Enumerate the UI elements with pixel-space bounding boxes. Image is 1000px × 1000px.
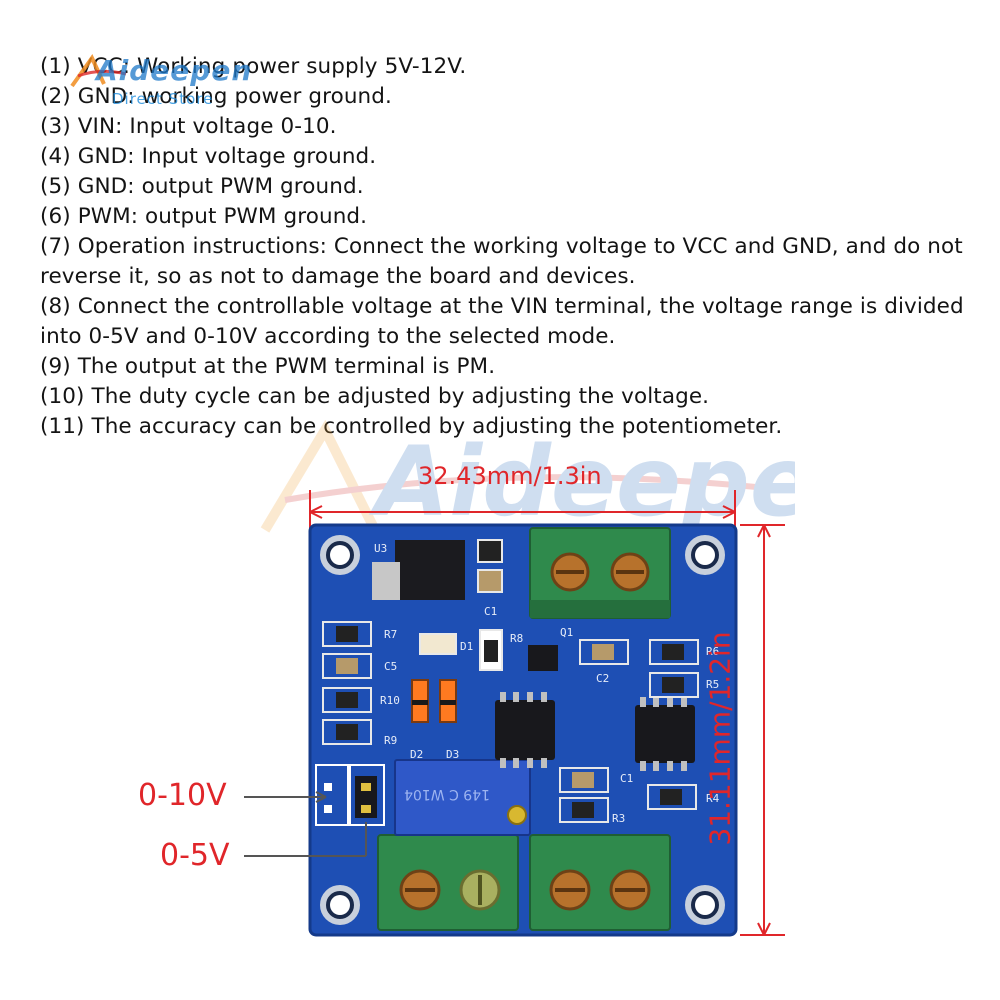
terminal-block-output <box>529 834 671 931</box>
silkscreen-label: D2 <box>410 748 423 761</box>
watermark-text: Aideepen <box>368 426 795 538</box>
mounting-hole <box>320 535 360 575</box>
jumper-5v-label: 0-5V <box>160 838 230 873</box>
terminal-block-input <box>377 834 519 931</box>
silkscreen-label: C1 <box>484 605 497 618</box>
silkscreen-label: R5 <box>706 678 719 691</box>
silkscreen-label: R7 <box>384 628 397 641</box>
op-amp-chip <box>495 692 555 768</box>
silkscreen-label: R6 <box>706 645 719 658</box>
silkscreen-label: D1 <box>460 640 473 653</box>
voltage-regulator-chip <box>372 540 465 600</box>
silkscreen-label: R9 <box>384 734 397 747</box>
jumper-10v-label: 0-10V <box>138 778 227 813</box>
logo-subtext: Direct Store <box>112 90 214 108</box>
potentiometer: 149 C W104 <box>394 759 531 836</box>
mounting-hole <box>685 535 725 575</box>
silkscreen-label: R4 <box>706 792 720 805</box>
instruction-line: (6) PWM: output PWM ground. <box>40 204 368 229</box>
instruction-line: (10) The duty cycle can be adjusted by a… <box>40 384 710 409</box>
instruction-line: (3) VIN: Input voltage 0-10. <box>40 114 337 139</box>
instruction-line: (11) The accuracy can be controlled by a… <box>40 414 783 439</box>
mounting-hole <box>685 885 725 925</box>
diode-pair <box>411 679 457 723</box>
instruction-line: (9) The output at the PWM terminal is PM… <box>40 354 496 379</box>
silkscreen-label: C5 <box>384 660 397 673</box>
logo-swoosh-icon <box>70 54 127 88</box>
silkscreen-label: C2 <box>596 672 609 685</box>
instruction-line: (8) Connect the controllable voltage at … <box>40 294 964 349</box>
silkscreen-label: D3 <box>446 748 459 761</box>
instruction-line: (2) GND: working power ground. <box>40 84 392 109</box>
brand-logo: Aideepen Direct Store <box>56 52 286 122</box>
silkscreen-label: R10 <box>380 694 400 707</box>
silkscreen-labels: U3 C1 R7 D1 R8 Q1 C5 R6 C2 R5 R10 R9 D2 … <box>374 542 720 825</box>
instruction-list: (1) VCC: Working power supply 5V-12V. (2… <box>40 52 980 442</box>
power-led <box>419 633 457 655</box>
terminal-block-top <box>529 527 671 619</box>
mounting-hole <box>320 885 360 925</box>
mode-jumper-header <box>315 764 385 826</box>
instruction-line: (5) GND: output PWM ground. <box>40 174 364 199</box>
silkscreen-label: R3 <box>612 812 625 825</box>
width-dimension-label: 32.43mm/1.3in <box>418 462 602 490</box>
resistor-column <box>322 621 372 745</box>
instruction-line: (1) VCC: Working power supply 5V-12V. <box>40 54 467 79</box>
height-dimension-label: 31.11mm/1.2in <box>703 631 737 846</box>
pcb-board: 149 C W104 <box>308 523 738 937</box>
smd-components <box>477 539 699 823</box>
silkscreen-label: U3 <box>374 542 387 555</box>
instruction-line: (7) Operation instructions: Connect the … <box>40 234 963 289</box>
brand-watermark: Aideepen <box>260 420 795 538</box>
height-dimension-line <box>740 524 785 936</box>
potentiometer-marking: 149 C W104 <box>404 786 490 802</box>
instruction-line: (4) GND: Input voltage ground. <box>40 144 377 169</box>
silkscreen-label: C1 <box>620 772 633 785</box>
op-amp-chip <box>635 697 695 771</box>
silkscreen-label: R8 <box>510 632 523 645</box>
silkscreen-label: Q1 <box>560 626 573 639</box>
jumper-pointer-lines <box>244 791 367 857</box>
logo-wordmark: Aideepen <box>96 54 253 87</box>
